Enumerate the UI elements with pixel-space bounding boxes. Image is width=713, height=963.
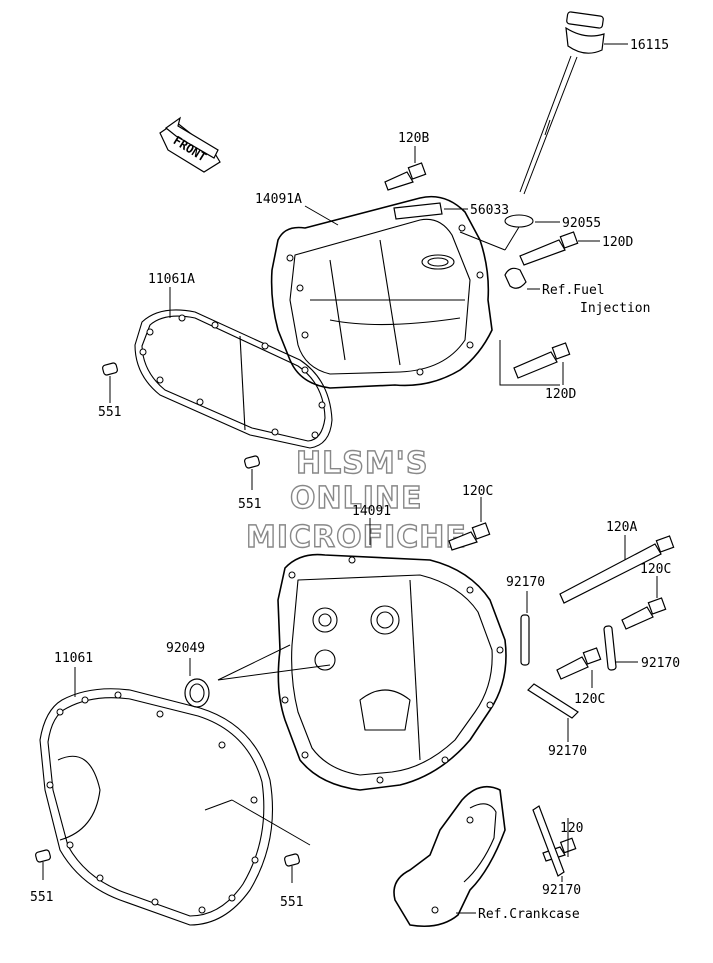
dowel-551-d (284, 853, 300, 867)
label-120: 120 (560, 821, 583, 836)
ref-fuel-line2: Injection (580, 301, 650, 316)
label-92049: 92049 (166, 641, 205, 656)
ref-fuel-line1: Ref.Fuel (542, 283, 605, 298)
label-56033: 56033 (470, 203, 509, 218)
ref-crankcase: Ref.Crankcase (478, 907, 580, 922)
label-551-c: 551 (30, 890, 53, 905)
bolt-120C-top (448, 522, 491, 551)
label-551-d: 551 (280, 895, 303, 910)
crankcase-fragment (393, 785, 506, 928)
label-92170-a: 92170 (506, 575, 545, 590)
dowel-551-c (35, 849, 51, 863)
label-120B: 120B (398, 131, 429, 146)
label-551-b: 551 (238, 497, 261, 512)
dowel-551-b (244, 455, 260, 469)
label-92055: 92055 (562, 216, 601, 231)
label-11061: 11061 (54, 651, 93, 666)
dipstick (519, 11, 605, 195)
svg-text:HLSM'S: HLSM'S (296, 446, 428, 481)
outer-cover-14091A (270, 195, 493, 389)
svg-text:ONLINE: ONLINE (290, 481, 423, 516)
label-92170-d: 92170 (542, 883, 581, 898)
label-11061A: 11061A (148, 272, 195, 287)
inner-cover-14091 (277, 553, 507, 791)
fuel-clamp (504, 267, 527, 289)
bolt-120C-mid (556, 647, 602, 680)
oring-92055 (504, 214, 534, 228)
label-plate-56033 (393, 202, 443, 220)
label-120C-mid: 120C (574, 692, 605, 707)
label-120D-top: 120D (602, 235, 633, 250)
label-120C-right: 120C (640, 562, 671, 577)
seal-92049 (184, 678, 210, 708)
clamp-92170-d (532, 805, 565, 877)
clamp-92170-c (527, 683, 579, 719)
bolt-120D-top (519, 231, 579, 266)
svg-text:MICROFICHE: MICROFICHE (246, 520, 467, 555)
bolt-120B (384, 162, 427, 191)
clamp-92170-a (520, 614, 530, 666)
gasket-11061A (134, 309, 333, 449)
label-120D-low: 120D (545, 387, 576, 402)
gasket-11061 (39, 688, 274, 926)
label-551-a: 551 (98, 405, 121, 420)
bolt-120A (559, 535, 675, 604)
clamp-92170-b (603, 625, 617, 671)
front-arrow-icon: FRONT (159, 116, 221, 173)
label-14091: 14091 (352, 504, 391, 519)
label-120C-top: 120C (462, 484, 493, 499)
bolt-120C-right (621, 597, 667, 630)
dowel-551-a (102, 362, 118, 376)
bolt-120D-lower (513, 342, 571, 379)
label-120A: 120A (606, 520, 637, 535)
label-14091A: 14091A (255, 192, 302, 207)
watermark: HLSM'S ONLINE MICROFICHE (245, 445, 467, 555)
label-16115: 16115 (630, 38, 669, 53)
label-92170-b: 92170 (641, 656, 680, 671)
label-92170-c: 92170 (548, 744, 587, 759)
